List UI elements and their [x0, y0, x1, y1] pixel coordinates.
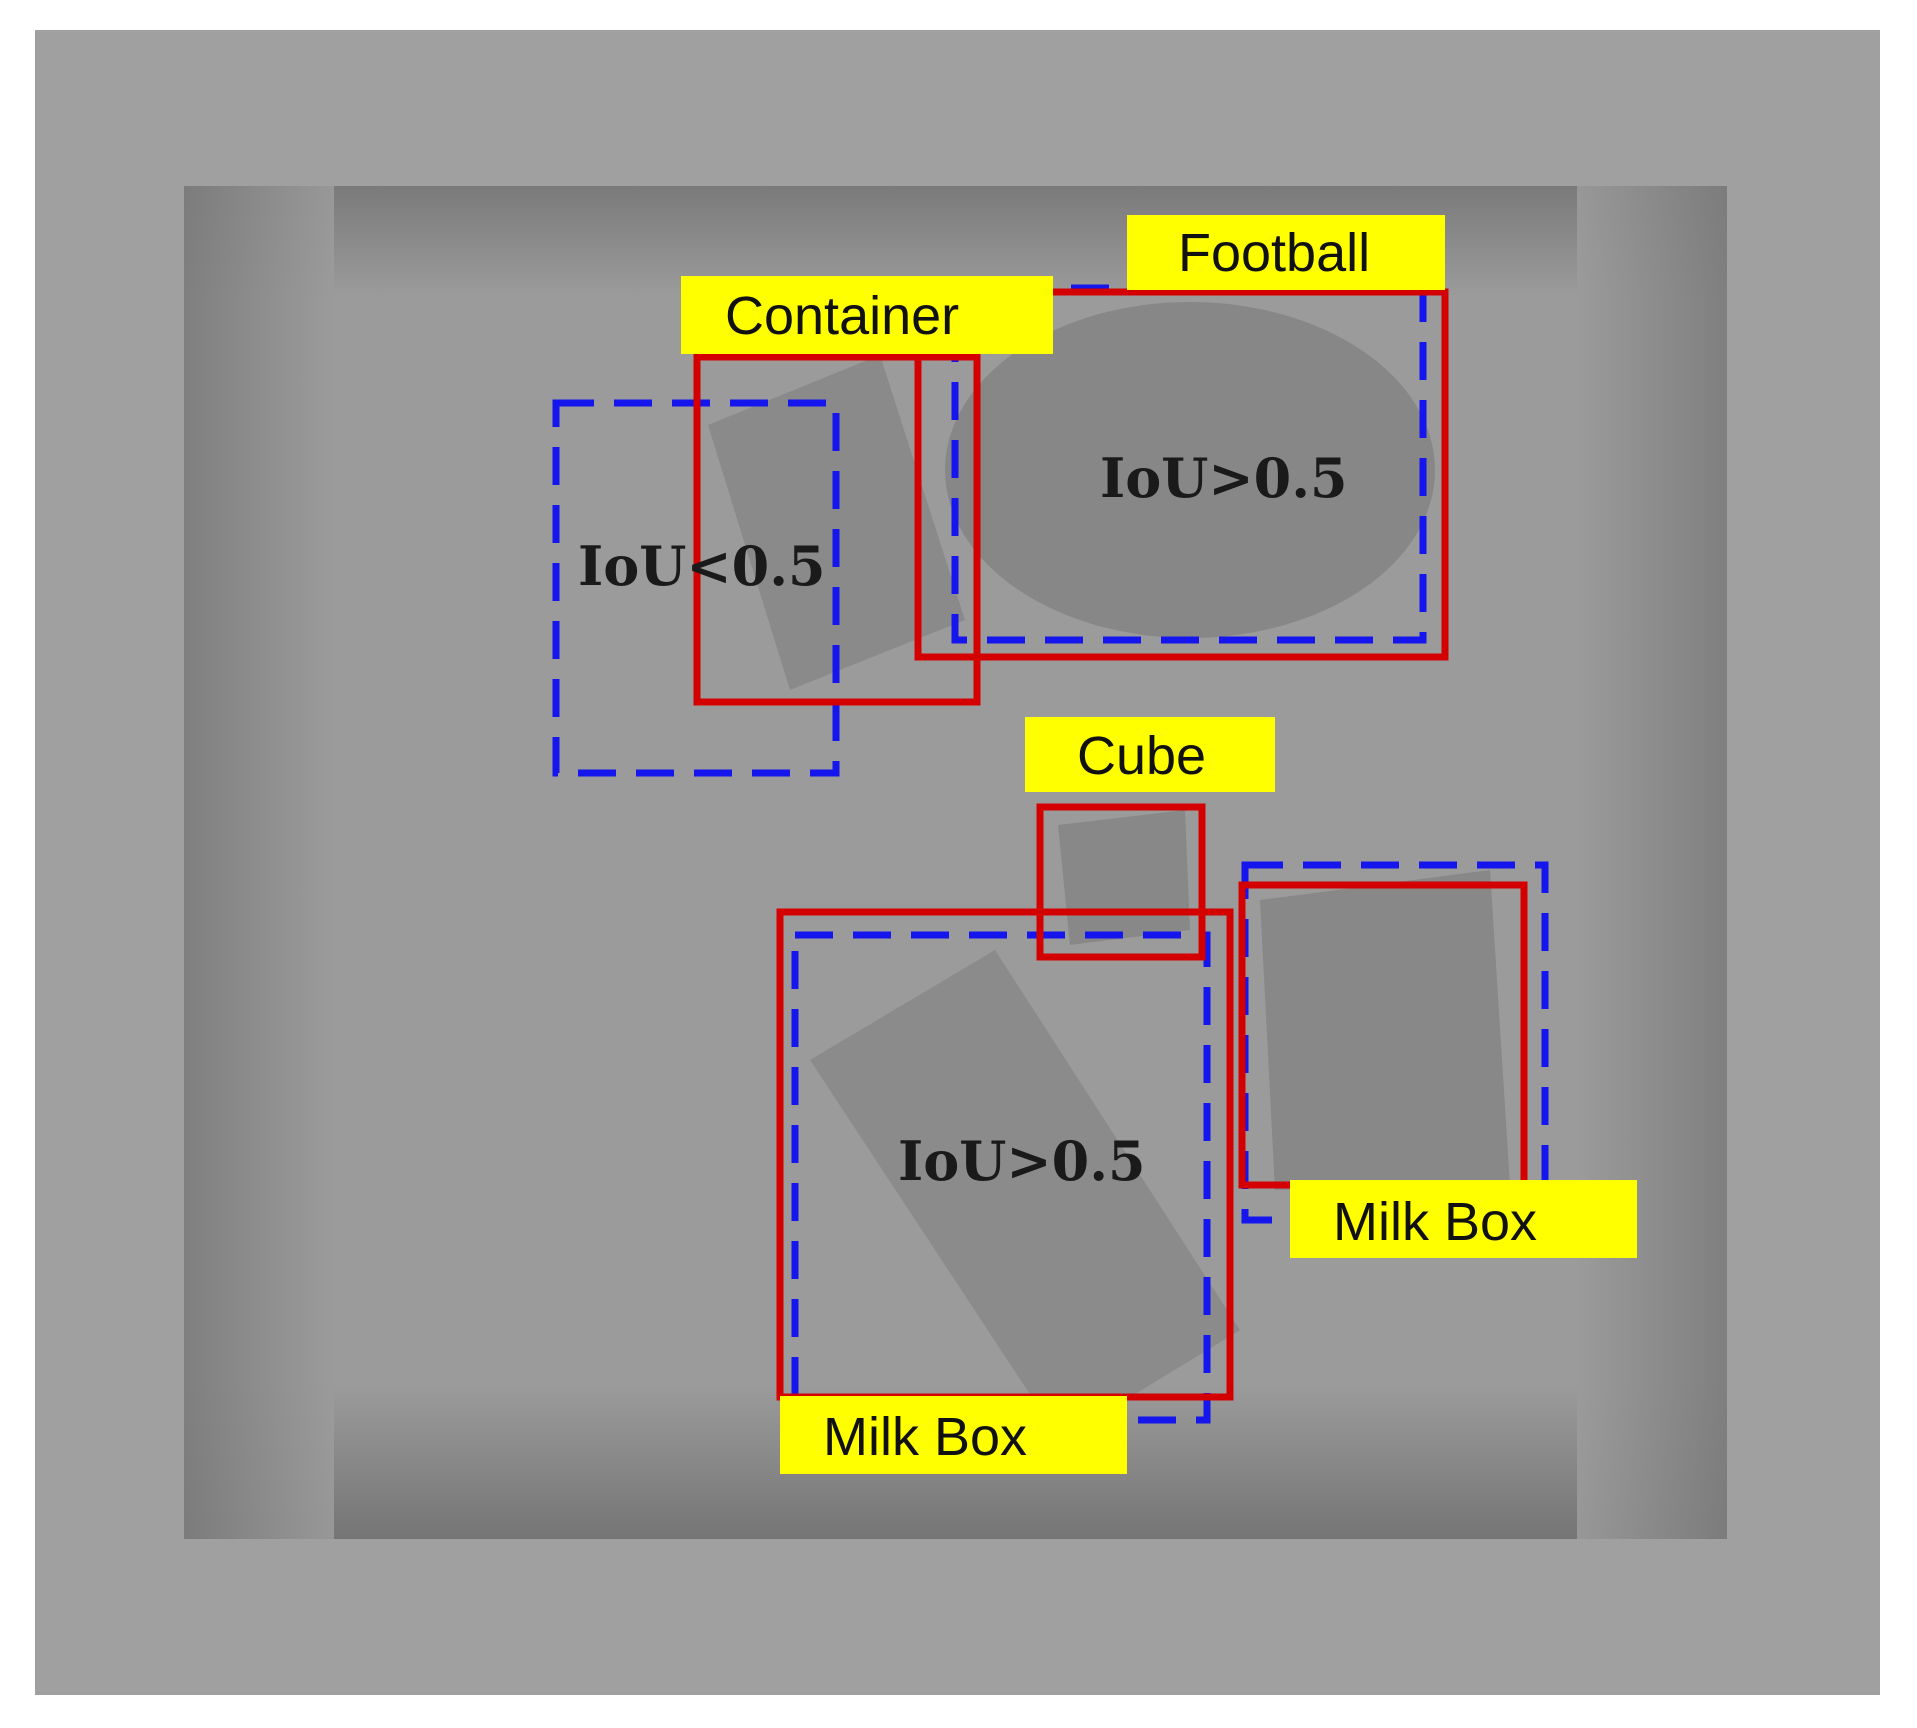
iou-football-text: IoU>0.5	[1100, 446, 1348, 510]
label-milk-box-right-text: Milk Box	[1333, 1192, 1537, 1252]
label-milk-box-bottom: Milk Box	[780, 1396, 1127, 1474]
label-cube-text: Cube	[1077, 726, 1206, 786]
det-box-container	[693, 353, 981, 706]
football-object	[945, 302, 1435, 638]
iou-annotations: IoU<0.5 IoU>0.5 IoU>0.5	[578, 446, 1348, 1193]
label-football-text: Football	[1178, 223, 1370, 283]
milk-box-bottom-object	[810, 950, 1240, 1440]
milk-box-right-object	[1260, 870, 1510, 1190]
label-milk-box-right-bg	[1290, 1180, 1637, 1258]
label-milk-box-bottom-text: Milk Box	[823, 1407, 1027, 1467]
label-container-text: Container	[725, 286, 959, 346]
iou-milk-box-bottom-text: IoU>0.5	[898, 1129, 1146, 1193]
label-milk-box-bottom-bg	[780, 1396, 1127, 1474]
iou-container-text: IoU<0.5	[578, 534, 826, 598]
label-milk-box-right: Milk Box	[1290, 1180, 1637, 1258]
bin-rim-right	[1577, 186, 1727, 1539]
label-cube-bg	[1025, 717, 1275, 792]
det-box-football	[914, 288, 1449, 661]
label-container: Container	[681, 276, 1053, 354]
bin	[184, 186, 1727, 1539]
label-cube: Cube	[1025, 717, 1275, 792]
label-container-bg	[681, 276, 1053, 354]
det-box-cube	[1036, 803, 1206, 961]
cube-object	[1058, 810, 1190, 945]
label-football-bg	[1127, 215, 1445, 290]
label-football: Football	[1127, 215, 1445, 290]
container-object	[708, 355, 965, 690]
bin-rim-left	[184, 186, 334, 1539]
object-labels: Football Container Cube Milk Box Milk Bo…	[681, 215, 1637, 1474]
